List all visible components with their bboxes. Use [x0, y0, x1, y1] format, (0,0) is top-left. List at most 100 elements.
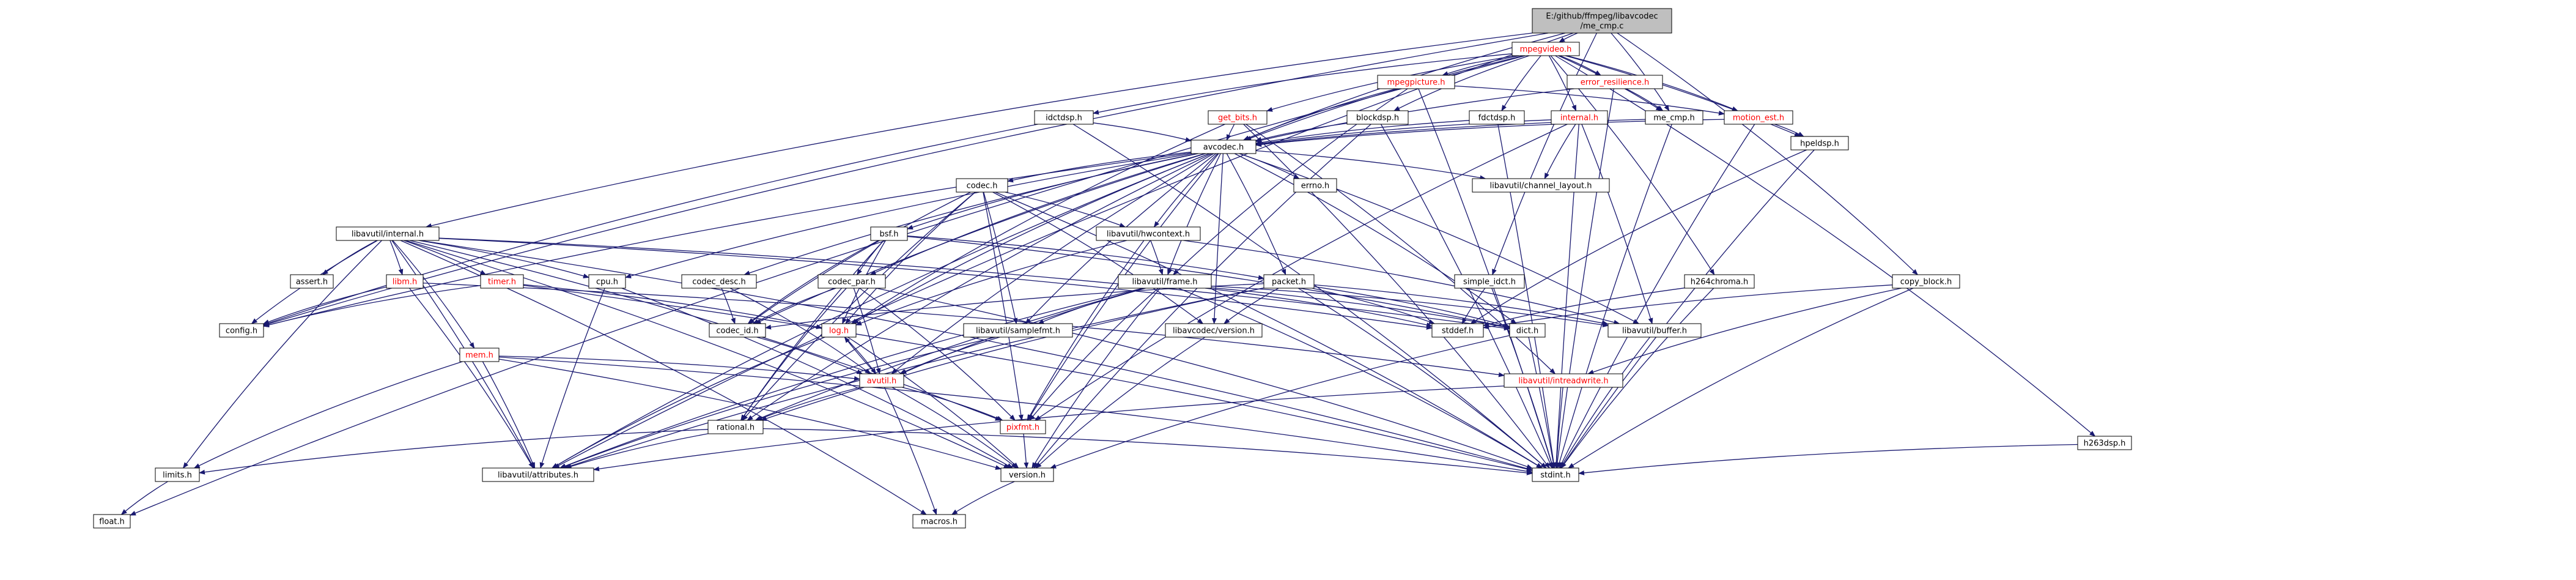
node-label: macros.h: [921, 518, 958, 527]
edge-packet-to-rational: [760, 288, 1264, 421]
edge-fdctdsp-to-stdint: [1497, 124, 1556, 469]
edge-version-to-macros: [951, 481, 1015, 515]
node-box: [821, 323, 857, 338]
node-box: [1346, 110, 1409, 125]
node-label: libavutil/samplefmt.h: [976, 327, 1060, 336]
node-label: libavutil/hwcontext.h: [1107, 230, 1190, 239]
node-box: [386, 274, 424, 289]
edge-limits-to-float: [120, 481, 168, 515]
edge-lavu_internal-to-limits: [183, 240, 382, 469]
edge-frame-to-version: [1032, 288, 1161, 469]
edge-motion_est-to-hpeldsp: [1774, 124, 1804, 137]
node-timer[interactable]: timer.h: [480, 274, 524, 289]
node-box: [1607, 323, 1702, 338]
edge-h263dsp-to-stdint: [1578, 444, 2078, 475]
edge-frame-to-buffer: [1211, 285, 1609, 327]
edge-avutil-to-log: [844, 336, 877, 374]
node-avcodec: avcodec.h: [1190, 139, 1257, 154]
edge-mpegvideo-to-fdctdsp: [1501, 55, 1541, 111]
node-error-resilience[interactable]: error_resilience.h: [1567, 75, 1663, 89]
edge-codec-to-lavc_version: [992, 191, 1204, 324]
node-frame: libavutil/frame.h: [1118, 274, 1212, 289]
node-box: [817, 274, 886, 289]
edge-rational-to-limits: [199, 429, 709, 475]
edge-packet-to-attributes: [563, 287, 1264, 469]
node-label: copy_block.h: [1900, 278, 1952, 287]
node-box: [963, 323, 1073, 338]
edge-copy_block-to-intreadwrite: [1587, 288, 1902, 374]
node-label: assert.h: [296, 278, 328, 287]
node-codec: codec.h: [956, 178, 1008, 193]
node-pixfmt[interactable]: pixfmt.h: [1000, 420, 1046, 434]
node-box: [1724, 110, 1793, 125]
node-lavc-version: libavcodec/version.h: [1165, 323, 1263, 338]
node-label: float.h: [99, 518, 125, 527]
node-float: float.h: [93, 514, 131, 529]
edge-log-to-attributes: [552, 336, 825, 469]
node-box: [1096, 226, 1201, 241]
node-hpeldsp: hpeldsp.h: [1790, 136, 1849, 151]
node-box: [93, 514, 131, 529]
node-box: [1551, 110, 1608, 125]
edge-codec-to-log: [845, 191, 976, 324]
node-bsf: bsf.h: [870, 226, 908, 241]
edge-hwcontext-to-pixfmt: [1027, 240, 1145, 421]
edge-mem-to-avutil: [498, 355, 860, 381]
edge-lavu_internal-to-dict: [438, 237, 1510, 331]
node-dict: dict.h: [1509, 323, 1546, 338]
node-mpegvideo[interactable]: mpegvideo.h: [1511, 42, 1580, 56]
edge-packet-to-buffer: [1313, 284, 1609, 326]
node-get-bits[interactable]: get_bits.h: [1208, 110, 1268, 125]
edge-avcodec-to-pixfmt: [1027, 153, 1219, 421]
node-mpegpicture[interactable]: mpegpicture.h: [1377, 75, 1455, 89]
edge-libm-to-config: [263, 286, 387, 324]
edge-get_bits-to-log: [851, 124, 1225, 324]
edge-frame-to-attributes: [559, 288, 1143, 469]
node-motion-est[interactable]: motion_est.h: [1724, 110, 1793, 125]
node-box: [1509, 323, 1546, 338]
edge-avcodec-to-lavc_version: [1212, 153, 1224, 324]
edge-frame-to-pixfmt: [1029, 288, 1159, 421]
node-box: [1118, 274, 1212, 289]
node-label: me_cmp.h: [1653, 114, 1695, 123]
node-internal[interactable]: internal.h: [1551, 110, 1608, 125]
node-label: internal.h: [1560, 114, 1598, 123]
edge-error_resilience-to-avcodec: [1255, 88, 1574, 143]
edge-hpeldsp-to-stddef: [1470, 149, 1807, 324]
edge-packet-to-stddef: [1312, 288, 1436, 324]
edge-idctdsp-to-avcodec: [1093, 122, 1192, 142]
node-box: [1472, 178, 1610, 193]
node-mem[interactable]: mem.h: [459, 348, 500, 362]
edge-hwcontext-to-buffer: [1183, 240, 1620, 325]
node-box: [709, 323, 766, 338]
edge-internal-to-pixfmt: [1034, 124, 1568, 421]
edge-codec_desc-to-codec_id: [721, 288, 736, 324]
node-box: [1469, 110, 1525, 125]
edge-get_bits-to-intreadwrite: [1246, 124, 1556, 374]
node-box: [1263, 274, 1315, 289]
node-log[interactable]: log.h: [821, 323, 857, 338]
node-label: codec_par.h: [828, 278, 876, 287]
edge-codec_par-to-avutil: [853, 288, 881, 374]
node-intreadwrite[interactable]: libavutil/intreadwrite.h: [1504, 373, 1623, 388]
node-box: [1684, 274, 1755, 289]
edge-root-to-lavu_internal: [425, 32, 1533, 228]
node-label: limits.h: [163, 471, 192, 480]
edge-root-to-copy_block: [1617, 32, 1919, 275]
node-codec-id: codec_id.h: [709, 323, 766, 338]
edge-avutil-to-version: [891, 387, 1017, 469]
node-avutil[interactable]: avutil.h: [859, 373, 904, 388]
edge-codec_par-to-stdint: [876, 288, 1533, 469]
edge-copy_block-to-stdint: [1568, 288, 1914, 469]
node-label: stdint.h: [1540, 471, 1570, 480]
edge-root-to-attributes: [553, 32, 1574, 469]
edge-mpegvideo-to-internal: [1548, 55, 1577, 111]
node-box: [912, 514, 966, 529]
node-label: libm.h: [393, 278, 418, 287]
node-buffer: libavutil/buffer.h: [1607, 323, 1702, 338]
edge-mpegpicture-to-avcodec: [1242, 88, 1397, 141]
node-root[interactable]: E:/github/ffmpeg/libavcodec/me_cmp.c: [1532, 8, 1672, 34]
node-box: [1532, 8, 1672, 34]
edge-fdctdsp-to-avcodec: [1255, 120, 1470, 145]
node-libm[interactable]: libm.h: [386, 274, 424, 289]
